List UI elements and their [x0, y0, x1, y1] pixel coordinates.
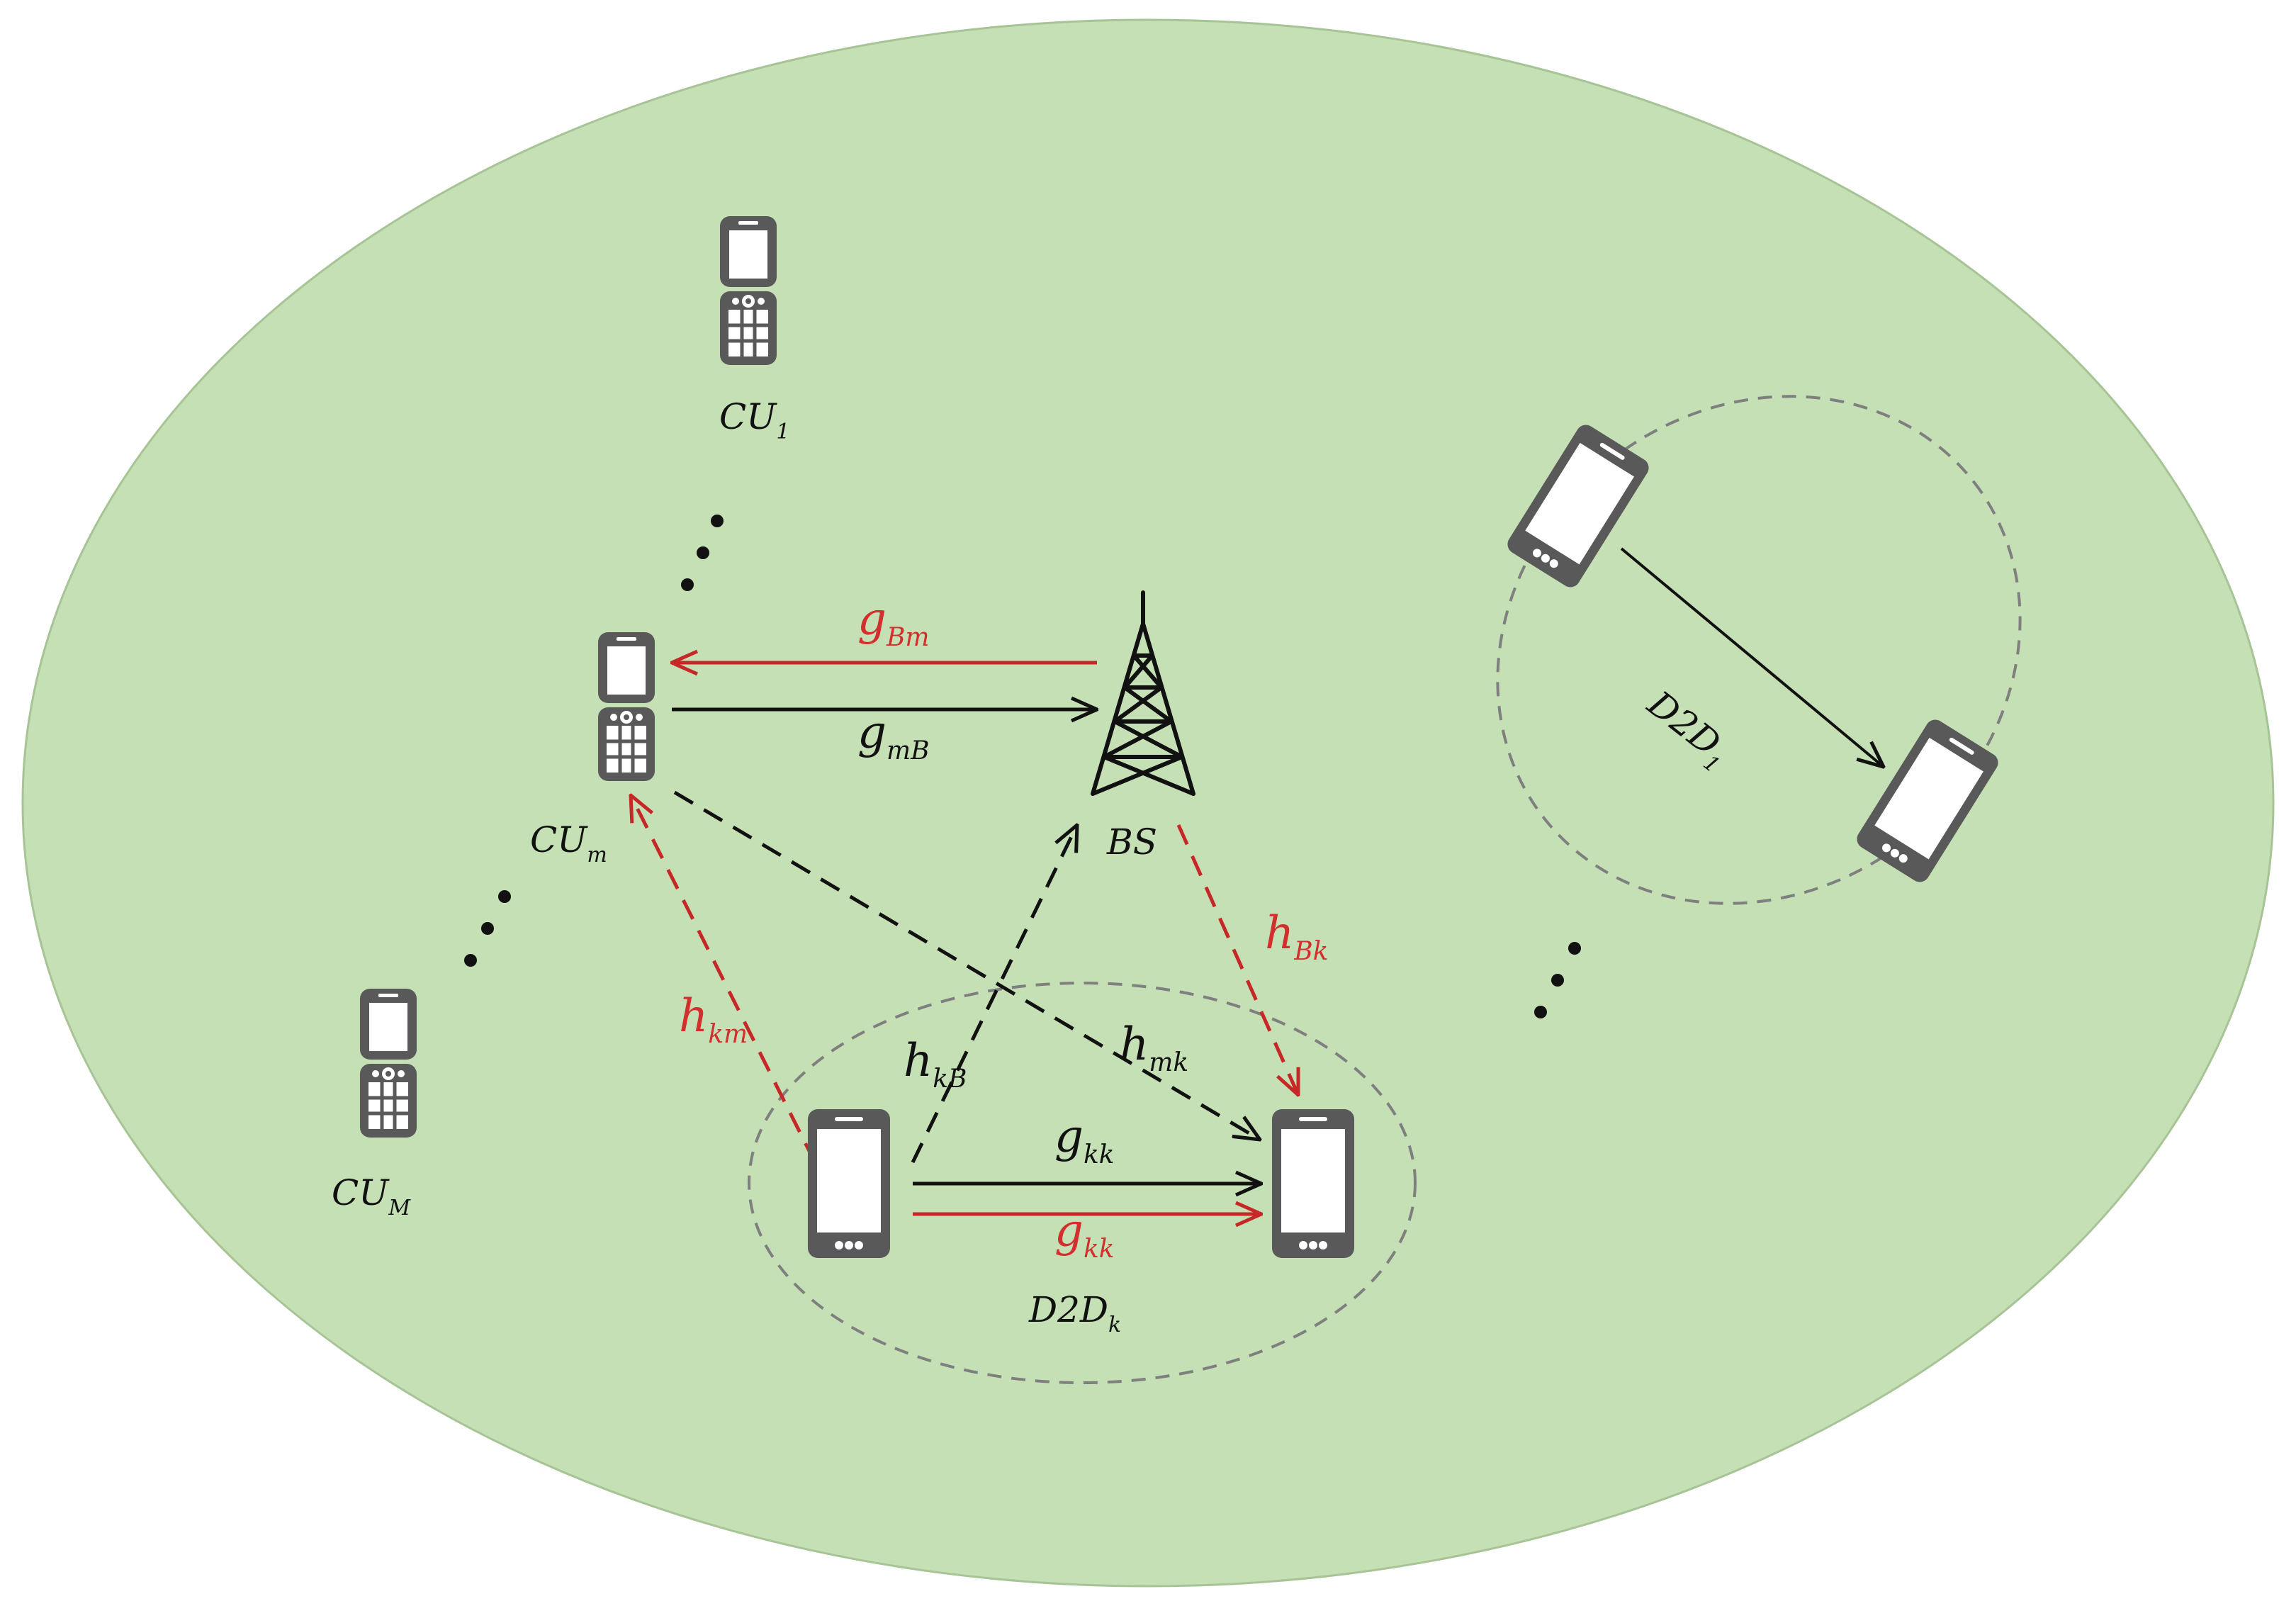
link-h-Bk: [1176, 824, 1298, 1095]
label-h-km: hkm: [679, 990, 748, 1049]
label-g-kk-red: gkk: [1054, 1205, 1115, 1264]
link-d2d1: [1620, 547, 1884, 767]
smartphone-icon: [1272, 1109, 1354, 1258]
smartphone-icon: [808, 1109, 890, 1258]
label-g-Bm: gBm: [857, 593, 930, 652]
cell-tower-icon: [1091, 590, 1195, 796]
label-h-mk: hmk: [1120, 1018, 1188, 1077]
cell-area: [21, 18, 2275, 1588]
label-h-Bk: hBk: [1265, 907, 1329, 966]
label-cu1: CU1: [719, 396, 790, 444]
vertical-ellipsis-icon: [681, 515, 724, 591]
vertical-ellipsis-icon: [464, 890, 511, 967]
link-h-km: [631, 795, 817, 1164]
label-g-kk-black: gkk: [1054, 1111, 1115, 1169]
label-bs: BS: [1106, 821, 1157, 863]
label-cuM: CUM: [332, 1172, 411, 1220]
label-cum: CUm: [530, 819, 607, 867]
label-g-mB: gmB: [857, 707, 930, 765]
vertical-ellipsis-icon: [1534, 942, 1581, 1018]
d2dk-group-outline: [748, 982, 1417, 1384]
link-h-kB: [911, 825, 1077, 1164]
label-h-kB: hkB: [904, 1035, 967, 1094]
label-d2dk: D2Dk: [1028, 1289, 1121, 1337]
link-h-mk: [673, 790, 1260, 1140]
